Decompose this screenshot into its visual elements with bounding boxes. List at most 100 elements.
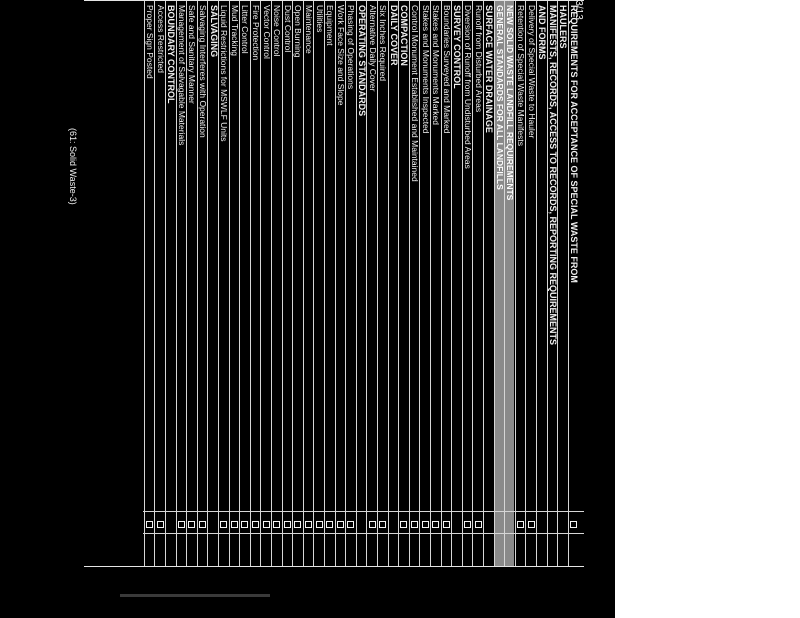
row-label: Diversion of Runoff from Undisturbed Are…	[463, 5, 473, 169]
row-label: Open Burning	[293, 5, 304, 58]
form-row: Work Face Size and Slope	[334, 1, 346, 566]
row-label: Stakes and Monuments Inspected	[420, 5, 431, 134]
row-label: DAILY COVER	[388, 5, 399, 66]
row-label: Safe and Sanitary Manner	[187, 5, 198, 104]
row-label: Retention of Special Waste Manifests	[516, 5, 526, 146]
scan-artifact	[120, 594, 270, 597]
row-checkbox[interactable]	[347, 521, 355, 528]
row-label: SALVAGING	[208, 5, 219, 58]
row-label: SURFACE WATER DRAINAGE	[484, 5, 495, 133]
row-checkbox[interactable]	[252, 521, 259, 528]
row-label: BOUNDARY CONTROL	[166, 5, 177, 104]
row-checkbox[interactable]	[400, 521, 408, 528]
form-row: Litter Control	[239, 1, 251, 566]
row-checkbox[interactable]	[432, 521, 440, 528]
form-row: NEW SOLID WASTE LANDFILL REQUIREMENTS	[504, 1, 516, 566]
row-label: Runoff from Disturbed Areas	[473, 5, 484, 113]
row-checkbox[interactable]	[230, 521, 238, 528]
form-row: Dust Control	[281, 1, 293, 566]
row-checkbox[interactable]	[294, 521, 302, 528]
form-row: Fire Protection	[249, 1, 261, 566]
row-label: Control Monument Established and Maintai…	[410, 5, 420, 182]
form-row: Equipment	[324, 1, 336, 566]
row-checkbox[interactable]	[241, 521, 249, 528]
row-checkbox[interactable]	[156, 521, 164, 528]
form-row: Phasing of Operations	[345, 1, 357, 566]
row-checkbox[interactable]	[570, 521, 577, 528]
form-row: Liquid Restrictions for MSWLF Units	[218, 1, 229, 566]
row-checkbox[interactable]	[527, 521, 535, 528]
row-label: Fire Protection	[251, 5, 261, 61]
form-row: Diversion of Runoff from Undisturbed Are…	[461, 1, 473, 566]
row-label: Management of Salvagable Materials	[176, 5, 187, 146]
form-row: MANIFESTS, RECORDS, ACCESS TO RECORDS, R…	[546, 1, 558, 566]
row-label: Mud Tracking	[229, 5, 240, 57]
row-checkbox[interactable]	[315, 521, 323, 528]
row-checkbox[interactable]	[368, 521, 376, 528]
row-label: COMPACTION	[399, 5, 410, 66]
row-label: AND FORMS	[537, 5, 548, 60]
row-checkbox[interactable]	[146, 521, 153, 528]
row-checkbox[interactable]	[199, 521, 206, 528]
form-row: Management of Salvagable Materials	[175, 1, 187, 566]
row-label: Dust Control	[282, 5, 293, 53]
row-label: OPERATING STANDARDS	[357, 5, 367, 117]
row-checkbox[interactable]	[442, 521, 450, 528]
form-row: Six Inches Required	[377, 1, 389, 566]
row-label: Six Inches Required	[378, 5, 389, 82]
form-row: AND FORMS	[536, 1, 548, 566]
form-row: Salvaging Interferes with Operation	[196, 1, 208, 566]
form-row: Access Restricted	[154, 1, 166, 566]
row-checkbox[interactable]	[411, 521, 418, 528]
form-row: Control Monument Established and Maintai…	[408, 1, 420, 566]
row-label: Phasing of Operations	[346, 5, 357, 90]
row-label: Proper Sign Posted	[145, 5, 155, 79]
row-checkbox[interactable]	[273, 521, 281, 528]
row-checkbox[interactable]	[336, 521, 344, 528]
row-checkbox[interactable]	[421, 521, 429, 528]
form-row: Stakes and Monuments Marked	[430, 1, 442, 566]
row-label: MANIFESTS, RECORDS, ACCESS TO RECORDS, R…	[547, 5, 558, 346]
row-checkbox[interactable]	[464, 521, 471, 528]
form-row: Delivery of Special Waste to Hauler	[525, 1, 537, 566]
row-label: HAULERS	[558, 5, 569, 49]
row-checkbox[interactable]	[326, 521, 334, 528]
form-row: Utilities	[313, 1, 325, 566]
form-row: Stakes and Monuments Inspected	[419, 1, 431, 566]
row-checkbox[interactable]	[283, 521, 291, 528]
row-label: NEW SOLID WASTE LANDFILL REQUIREMENTS	[505, 5, 516, 201]
inspection-form: REQUIREMENTS FOR ACCEPTANCE OF SPECIAL W…	[84, 0, 584, 567]
form-row: Noise Control	[271, 1, 283, 566]
column-rule	[143, 511, 584, 512]
row-checkbox[interactable]	[379, 521, 387, 528]
form-row: SALVAGING	[207, 1, 219, 566]
form-row: Open Burning	[292, 1, 304, 566]
form-row: BOUNDARY CONTROL	[165, 1, 177, 566]
row-label: Equipment	[325, 5, 336, 46]
form-row: Maintenance	[302, 1, 314, 566]
row-label: Vector Control	[261, 5, 272, 59]
row-label: Litter Control	[240, 5, 251, 54]
footer-note: (61: Solid Waste-3)	[68, 128, 78, 205]
form-row: Vector Control	[260, 1, 272, 566]
form-row: SURVEY CONTROL	[451, 1, 462, 566]
row-checkbox[interactable]	[262, 521, 270, 528]
row-checkbox[interactable]	[305, 521, 312, 528]
form-row: Runoff from Disturbed Areas	[472, 1, 484, 566]
form-row: Boundaries Surveyed and Marked	[440, 1, 452, 566]
column-rule	[143, 533, 584, 534]
row-checkbox[interactable]	[220, 521, 228, 528]
scanned-document: /23/13 1 REQUIREMENTS FOR ACCEPTANCE OF …	[0, 0, 615, 618]
row-label: Stakes and Monuments Marked	[431, 5, 442, 126]
form-row: Proper Sign Posted	[143, 1, 155, 566]
row-label: Access Restricted	[155, 5, 166, 74]
row-label: REQUIREMENTS FOR ACCEPTANCE OF SPECIAL W…	[569, 5, 579, 283]
row-checkbox[interactable]	[517, 521, 524, 528]
row-label: Delivery of Special Waste to Hauler	[526, 5, 537, 139]
row-checkbox[interactable]	[188, 521, 196, 528]
form-row: GENERAL STANDARDS FOR ALL LANDFILLS	[493, 1, 505, 566]
row-checkbox[interactable]	[177, 521, 185, 528]
row-checkbox[interactable]	[474, 521, 482, 528]
row-label: Noise Control	[272, 5, 283, 57]
rotated-page: /23/13 1 REQUIREMENTS FOR ACCEPTANCE OF …	[44, 0, 584, 600]
